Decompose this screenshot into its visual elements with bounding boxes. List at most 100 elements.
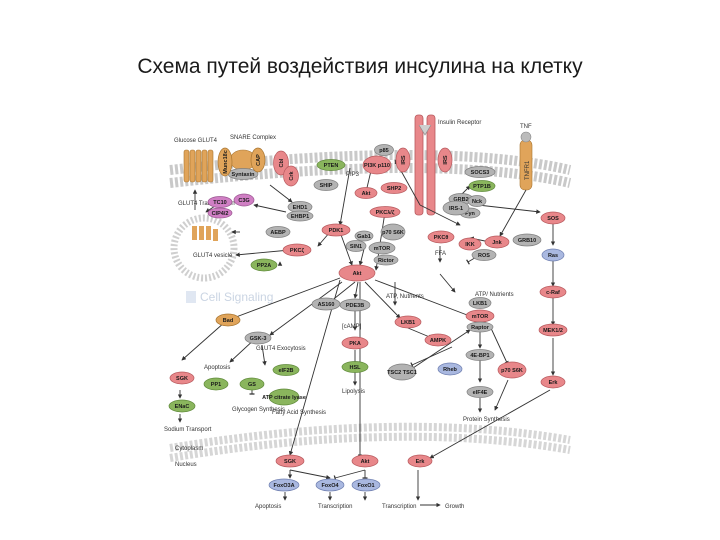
node-shape bbox=[233, 193, 255, 207]
node-crk: Crk bbox=[283, 165, 299, 187]
node-shape bbox=[313, 179, 339, 191]
node-shape bbox=[437, 147, 453, 173]
node-eif2b: eIF2B bbox=[272, 364, 300, 376]
node-shape bbox=[244, 331, 272, 345]
node-erk-mid: Erk bbox=[540, 375, 566, 389]
node-label: Crk bbox=[289, 170, 295, 180]
label-glut4-vesicle: GLUT4 vesicle bbox=[193, 253, 233, 259]
node-akt-nuc: Akt bbox=[351, 454, 379, 468]
node-erk-nuc: Erk bbox=[407, 454, 433, 468]
node-shape bbox=[373, 254, 399, 266]
node-label: Munc18c bbox=[223, 150, 229, 174]
node-shape bbox=[362, 155, 392, 175]
node-irs-right: IRS bbox=[437, 147, 453, 173]
label-growth: Growth bbox=[445, 504, 464, 510]
node-shape bbox=[315, 478, 345, 492]
node-shape bbox=[394, 315, 422, 329]
node-label: AS160 bbox=[318, 302, 335, 308]
node-label: SIN1 bbox=[350, 244, 362, 250]
node-label: Raptor bbox=[471, 325, 490, 331]
node-shape bbox=[467, 195, 487, 207]
node-shape bbox=[239, 377, 265, 391]
node-label: SGK bbox=[176, 376, 188, 382]
node-label: ENaC bbox=[175, 404, 190, 410]
node-label: Fyn bbox=[465, 211, 475, 217]
node-grb10: GRB10 bbox=[512, 233, 542, 247]
edge bbox=[181, 321, 226, 361]
node-shape bbox=[265, 226, 291, 238]
node-label: PI3K p110 bbox=[364, 163, 390, 169]
node-shape bbox=[464, 166, 496, 178]
label-glycogen-synthesis: Glycogen Synthesis bbox=[232, 407, 285, 413]
node-rheb: Rheb bbox=[437, 362, 463, 376]
node-label: mTOR bbox=[472, 314, 488, 320]
node-pp1: PP1 bbox=[203, 377, 229, 391]
node-label: p70 S6K bbox=[382, 230, 404, 236]
node-shape bbox=[538, 323, 568, 337]
node-label: PP2A bbox=[257, 263, 271, 269]
node-shape bbox=[316, 159, 346, 171]
node-shape bbox=[217, 147, 233, 177]
node-shape bbox=[380, 223, 406, 241]
node-shape bbox=[497, 361, 527, 379]
glut4-transporter bbox=[183, 149, 214, 183]
node-shape bbox=[351, 478, 381, 492]
node-shape bbox=[539, 285, 567, 299]
node-gs: GS bbox=[239, 377, 265, 391]
node-shape bbox=[437, 362, 463, 376]
node-label: SHIP bbox=[320, 183, 333, 189]
node-label: ATP citrate lyase bbox=[262, 395, 306, 401]
node-shape bbox=[268, 478, 300, 492]
label-fatty-acid-synthesis: Fatty Acid Synthesis bbox=[272, 410, 326, 416]
nuclear-membrane bbox=[169, 422, 571, 462]
edge bbox=[499, 189, 527, 237]
node-foxo4: FoxO4 bbox=[315, 478, 345, 492]
node-ampk: AMPK bbox=[424, 333, 452, 347]
node-label: GRB2 bbox=[453, 197, 468, 203]
glut4-vesicle bbox=[170, 214, 238, 282]
node-label: Jnk bbox=[492, 240, 502, 246]
node-shape bbox=[341, 336, 369, 350]
edge bbox=[439, 273, 456, 293]
label-insulin-receptor: Insulin Receptor bbox=[438, 120, 481, 126]
node-label: LKB1 bbox=[473, 301, 487, 307]
node-label: eIF2B bbox=[279, 368, 294, 374]
node-shape bbox=[272, 364, 300, 376]
node-shape bbox=[351, 454, 379, 468]
edge bbox=[477, 204, 541, 214]
edge bbox=[261, 344, 267, 366]
node-label: Bad bbox=[223, 318, 233, 324]
node-tsc: TSC2 TSC1 bbox=[387, 363, 417, 381]
label-nucleus: Nucleus bbox=[175, 462, 197, 468]
label-tnfr1: TNFR1 bbox=[525, 160, 531, 180]
node-label: C3G bbox=[238, 198, 249, 204]
label-apoptosis-2: Apoptosis bbox=[255, 504, 281, 510]
node-label: EHD1 bbox=[293, 205, 308, 211]
node-gab1: Gab1 bbox=[354, 230, 374, 242]
node-shape bbox=[345, 240, 367, 252]
insulin-receptor bbox=[414, 114, 436, 216]
node-shape bbox=[512, 233, 542, 247]
node-label: SOCS3 bbox=[471, 170, 490, 176]
edge bbox=[410, 346, 453, 368]
node-ras: Ras bbox=[541, 248, 565, 262]
node-label: GRB10 bbox=[518, 238, 536, 244]
node-label: PKCζ bbox=[290, 248, 305, 254]
node-pi3k: PI3K p110 bbox=[362, 155, 392, 175]
node-label: PKCλ/ζ bbox=[376, 210, 395, 216]
node-p85: p85 bbox=[374, 144, 394, 156]
node-label: FoxO1 bbox=[357, 483, 374, 489]
node-label: mTOR bbox=[374, 246, 390, 252]
label-transcription-2: Transcription bbox=[382, 504, 416, 510]
watermark: Cell Signaling bbox=[186, 290, 273, 304]
node-label: MEK1/2 bbox=[543, 328, 563, 334]
label-glut4-translocation: GLUT4 Translocation bbox=[178, 201, 235, 207]
node-rictor: Rictor bbox=[373, 254, 399, 266]
node-shape bbox=[466, 321, 494, 333]
node-socs: SOCS3 bbox=[464, 166, 496, 178]
node-raf: c-Raf bbox=[539, 285, 567, 299]
node-label: SHP2 bbox=[387, 186, 401, 192]
label-camp: [cAMP] bbox=[342, 324, 362, 330]
annotation-labels: Insulin Receptor Glucose GLUT4 SNARE Com… bbox=[164, 120, 532, 510]
edge bbox=[227, 277, 341, 321]
